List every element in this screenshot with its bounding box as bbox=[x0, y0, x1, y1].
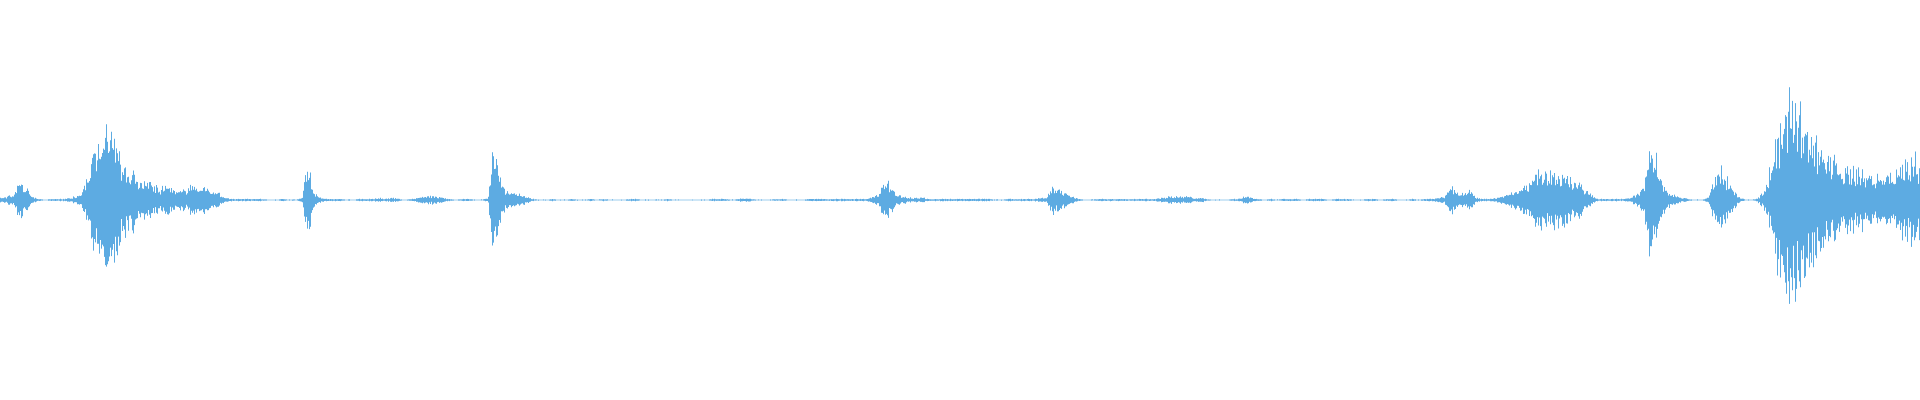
waveform-trace bbox=[0, 87, 1920, 304]
